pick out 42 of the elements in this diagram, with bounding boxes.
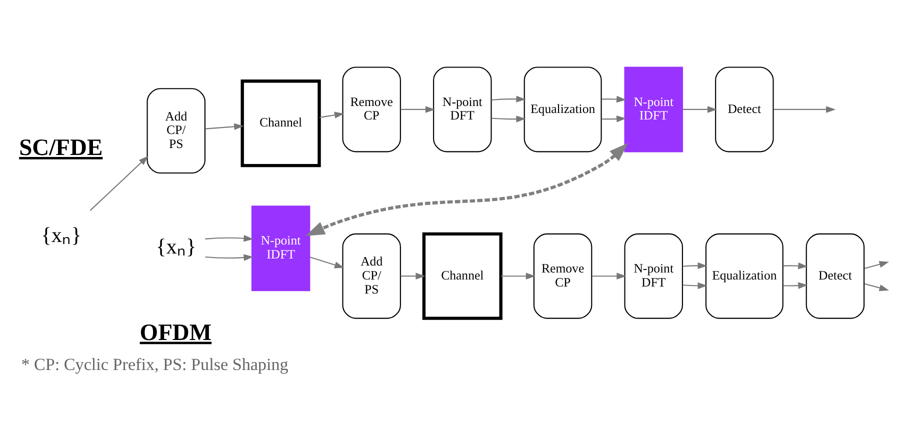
node-box: N-point IDFT — [624, 66, 683, 152]
node-text: {xₙ} — [41, 222, 82, 246]
caption: * CP: Cyclic Prefix, PS: Pulse Shaping — [21, 354, 288, 374]
arrow — [601, 95, 626, 102]
node-box: Detect — [715, 66, 774, 152]
node-box: Channel — [240, 79, 321, 167]
node-box: Add CP/ PS — [342, 232, 401, 318]
arrow — [305, 142, 628, 236]
arrow — [864, 282, 889, 291]
node-box: Detect — [806, 232, 865, 318]
arrow — [205, 122, 244, 130]
node-box: Equalization — [524, 66, 602, 152]
arrow — [601, 115, 626, 122]
node-box: Channel — [422, 232, 502, 320]
arrow — [400, 106, 436, 112]
node-box: Remove CP — [342, 66, 401, 152]
label: OFDM — [140, 319, 212, 346]
node-box: N-point DFT — [433, 66, 492, 152]
label: SC/FDE — [19, 134, 103, 160]
arrow — [592, 272, 626, 279]
arrow — [774, 106, 836, 112]
arrow — [500, 272, 536, 279]
arrow — [205, 234, 254, 242]
node-box: Remove CP — [533, 232, 592, 318]
arrow — [491, 115, 526, 122]
arrow — [783, 262, 808, 269]
arrow — [682, 262, 708, 269]
arrow — [682, 106, 718, 112]
arrow — [319, 111, 344, 118]
arrow — [682, 282, 708, 289]
arrow — [205, 254, 254, 260]
node-box: N-point IDFT — [251, 205, 310, 291]
arrow — [90, 155, 148, 210]
node-text: {xₙ} — [156, 234, 196, 258]
arrow — [491, 95, 526, 102]
node-box: N-point DFT — [624, 232, 683, 318]
arrow — [310, 256, 344, 268]
arrow — [783, 282, 808, 288]
node-box: Equalization — [705, 232, 784, 318]
node-box: Add CP/ PS — [146, 88, 206, 174]
arrow — [400, 272, 426, 279]
arrow — [864, 260, 889, 269]
